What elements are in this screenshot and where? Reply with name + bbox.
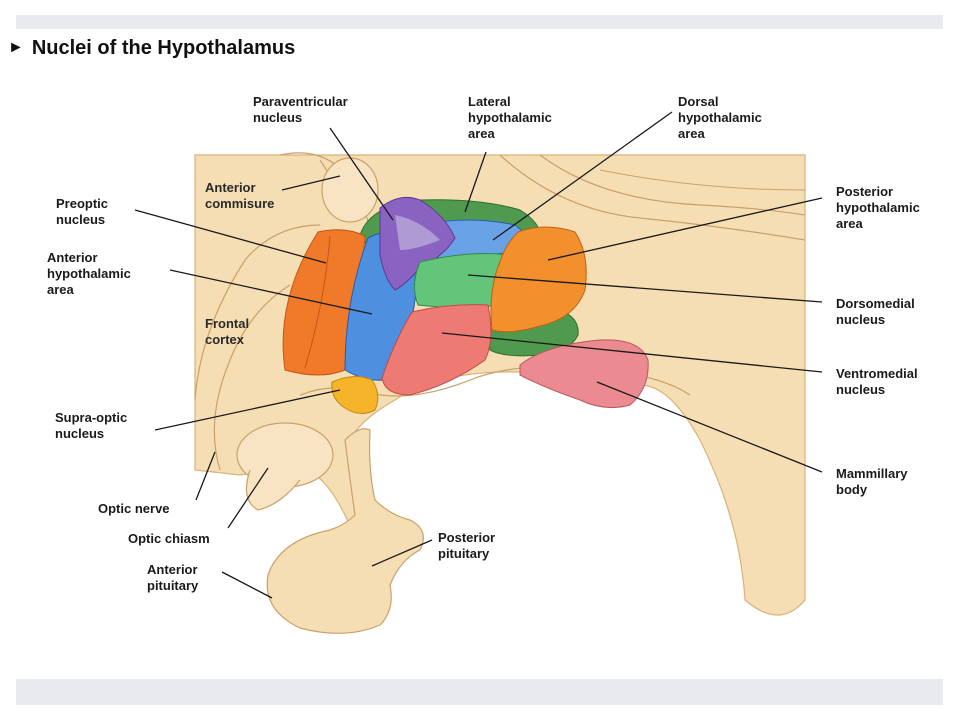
slide-title: Nuclei of the Hypothalamus <box>31 36 296 59</box>
label-posterior-pituitary: Posterior pituitary <box>438 530 499 561</box>
label-paraventricular-nucleus: Paraventricular nucleus <box>253 94 351 125</box>
diagram-labels: Paraventricular nucleus Lateral hypothal… <box>47 94 923 593</box>
pituitary-shape <box>266 428 424 634</box>
slide-title-row: ► Nuclei of the Hypothalamus <box>8 35 295 61</box>
leader-lines <box>134 111 823 599</box>
label-dorsal-hypothalamic-area: Dorsal hypothalamic area <box>678 94 765 141</box>
posterior-hypothalamic-area-shape <box>490 226 587 333</box>
mammillary-body-shape <box>519 339 649 409</box>
triangle-bullet-icon: ► <box>8 39 24 56</box>
label-dorsomedial-nucleus: Dorsomedial nucleus <box>836 296 918 327</box>
top-banner-bar <box>16 15 943 29</box>
label-preoptic-nucleus: Preoptic nucleus <box>56 196 112 227</box>
ventromedial-nucleus-shape <box>381 304 492 396</box>
label-supraoptic-nucleus: Supra-optic nucleus <box>55 410 131 441</box>
label-optic-chiasm: Optic chiasm <box>128 531 210 546</box>
label-anterior-pituitary: Anterior pituitary <box>147 562 201 593</box>
label-anterior-hypothalamic-area: Anterior hypothalamic area <box>47 250 134 297</box>
bottom-banner-bar <box>16 679 943 705</box>
label-ventromedial-nucleus: Ventromedial nucleus <box>836 366 921 397</box>
label-posterior-hypothalamic-area: Posterior hypothalamic area <box>836 184 923 231</box>
supraoptic-nucleus-shape <box>331 376 379 414</box>
label-optic-nerve: Optic nerve <box>98 501 170 516</box>
label-mammillary-body: Mammillary body <box>836 466 911 497</box>
label-anterior-commisure: Anterior commisure <box>205 180 274 211</box>
label-frontal-cortex: Frontal cortex <box>205 316 253 347</box>
label-lateral-hypothalamic-area: Lateral hypothalamic area <box>468 94 555 141</box>
optic-chiasm-shape <box>236 422 334 511</box>
